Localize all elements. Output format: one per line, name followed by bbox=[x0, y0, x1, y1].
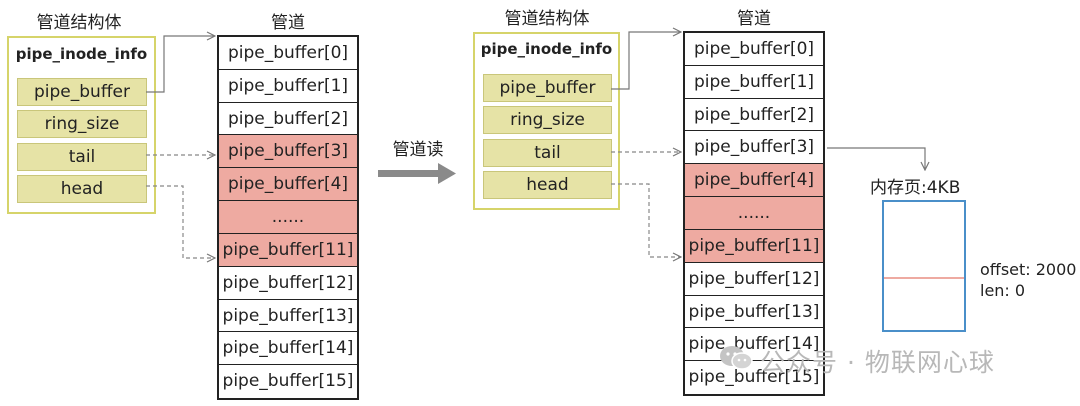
left-pipe-buffer-cell: ...... bbox=[219, 201, 357, 234]
memory-page-box bbox=[882, 200, 966, 332]
left-field-tail: tail bbox=[17, 143, 147, 171]
right-pipe-buffer-cell: pipe_buffer[4] bbox=[685, 164, 823, 198]
right-pipe-array: pipe_buffer[0]pipe_buffer[1]pipe_buffer[… bbox=[683, 31, 825, 396]
left-pipe-buffer-cell: pipe_buffer[2] bbox=[219, 103, 357, 136]
right-pipe-buffer-cell: pipe_buffer[13] bbox=[685, 296, 823, 329]
right-struct-box: pipe_inode_info pipe_buffer ring_size ta… bbox=[473, 32, 620, 210]
left-pipe-header: 管道 bbox=[271, 13, 305, 33]
right-pipe-buffer-cell: pipe_buffer[11] bbox=[685, 229, 823, 263]
left-pipe-buffer-cell: pipe_buffer[15] bbox=[222, 371, 354, 392]
left-head-pointer bbox=[146, 185, 215, 258]
right-field-ring-size: ring_size bbox=[483, 106, 612, 134]
left-pipe-buffer-cell: pipe_buffer[14] bbox=[219, 332, 357, 366]
right-field-pipe-buffer: pipe_buffer bbox=[483, 74, 612, 102]
wechat-icon bbox=[718, 344, 754, 372]
left-struct-name: pipe_inode_info bbox=[15, 45, 148, 63]
left-struct-box: pipe_inode_info pipe_buffer ring_size ta… bbox=[7, 36, 156, 214]
left-pipe-buffer-pointer bbox=[146, 36, 215, 93]
left-field-head: head bbox=[17, 175, 147, 203]
right-pipe-buffer-cell: pipe_buffer[12] bbox=[685, 263, 823, 296]
left-field-pipe-buffer: pipe_buffer bbox=[17, 78, 147, 106]
left-pipe-array: pipe_buffer[0]pipe_buffer[1]pipe_buffer[… bbox=[217, 35, 359, 400]
right-pipe-buffer-cell: pipe_buffer[2] bbox=[685, 99, 823, 132]
memory-len-label: len: 0 bbox=[980, 281, 1026, 300]
left-pipe-buffer-cell: pipe_buffer[1] bbox=[219, 70, 357, 103]
left-pipe-buffer-cell: pipe_buffer[3] bbox=[219, 135, 357, 169]
left-pipe-buffer-cell: pipe_buffer[4] bbox=[219, 168, 357, 202]
memory-offset-line bbox=[884, 277, 964, 279]
left-pipe-buffer-cell: pipe_buffer[0] bbox=[219, 37, 357, 70]
right-pipe-buffer-cell: ...... bbox=[685, 197, 823, 230]
buffer-to-memory-pointer bbox=[827, 147, 925, 170]
right-pipe-buffer-cell: pipe_buffer[14] bbox=[685, 328, 823, 362]
memory-offset-label: offset: 2000 bbox=[980, 260, 1077, 279]
memory-page-title: 内存页:4KB bbox=[870, 178, 961, 198]
left-struct-header: 管道结构体 bbox=[36, 13, 122, 33]
left-pipe-buffer-cell: pipe_buffer[11] bbox=[219, 233, 357, 267]
right-field-tail: tail bbox=[483, 139, 612, 167]
left-pipe-buffer-cell: pipe_buffer[13] bbox=[219, 300, 357, 333]
right-pipe-buffer-cell: pipe_buffer[1] bbox=[685, 66, 823, 99]
right-pipe-buffer-pointer bbox=[611, 32, 681, 90]
right-struct-name: pipe_inode_info bbox=[480, 40, 613, 58]
right-pipe-buffer-cell: pipe_buffer[3] bbox=[685, 131, 823, 165]
left-field-ring-size: ring_size bbox=[17, 110, 147, 138]
right-field-head: head bbox=[483, 171, 612, 199]
operation-arrow bbox=[378, 163, 456, 184]
right-head-pointer bbox=[611, 183, 681, 257]
right-struct-header: 管道结构体 bbox=[504, 9, 590, 29]
operation-label: 管道读 bbox=[392, 140, 444, 160]
left-pipe-buffer-cell: pipe_buffer[12] bbox=[219, 267, 357, 300]
right-pipe-header: 管道 bbox=[737, 9, 771, 29]
watermark-text: 公众号 · 物联网心球 bbox=[760, 348, 995, 377]
right-pipe-buffer-cell: pipe_buffer[15] bbox=[688, 367, 820, 388]
right-pipe-buffer-cell: pipe_buffer[0] bbox=[685, 33, 823, 66]
